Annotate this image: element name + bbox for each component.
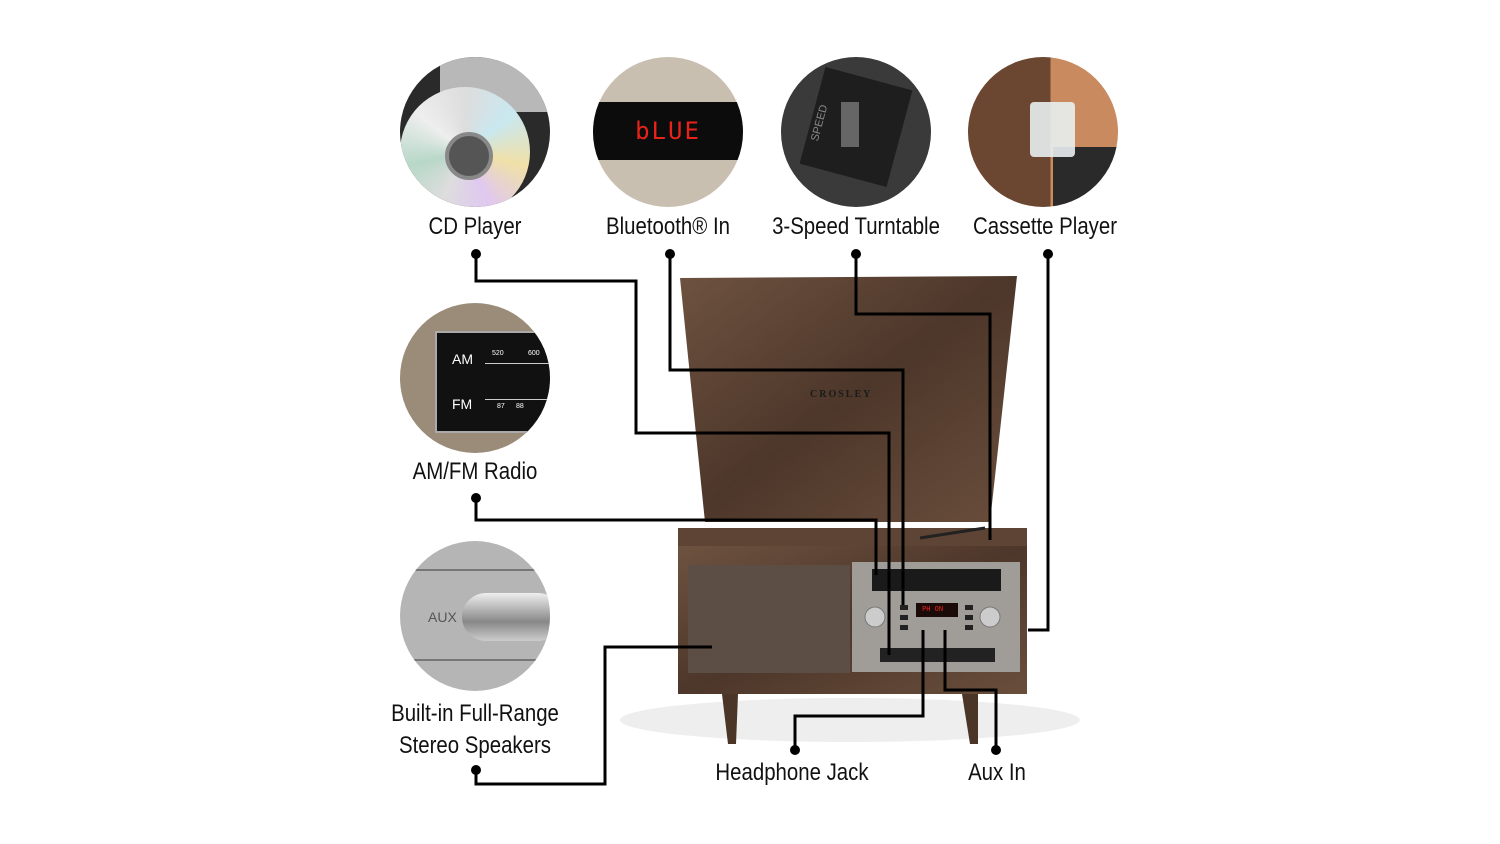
speaker-grille [688,565,850,673]
am-tick-520: 520 [492,350,504,357]
turntable-connector [854,254,992,540]
label-turntable: 3-Speed Turntable [772,213,940,240]
bluetooth-connector [668,254,905,605]
headphone-connector [793,630,925,750]
radio-dial-photo: AM FM 520 600 87 88 [400,303,550,453]
cassette-connector [1028,254,1050,632]
speed-switch-photo: SPEED [781,57,931,207]
label-speakers-2: Stereo Speakers [399,732,551,759]
aux-label: AUX [428,609,457,625]
cd-connector [474,254,891,655]
bluetooth-display-photo: bLUE [593,57,743,207]
am-tick-600: 600 [528,350,540,357]
label-aux: Aux In [968,759,1026,786]
lid [680,276,1017,522]
label-cassette: Cassette Player [973,213,1117,240]
radio-am-label: AM [452,351,473,367]
product-display: PH ON [922,605,944,613]
label-speakers-1: Built-in Full-Range [391,700,559,727]
speakers-connector [474,645,712,786]
aux-connector [943,630,998,750]
fm-tick-87: 87 [497,403,505,410]
label-radio: AM/FM Radio [412,458,538,485]
bluetooth-display-text: bLUE [635,117,701,145]
fm-tick-88: 88 [516,403,524,410]
brand-logo: CROSLEY [810,389,873,400]
label-cd-player: CD Player [428,213,522,240]
cassette-player-photo [968,57,1118,207]
radio-connector [474,498,878,575]
label-headphone: Headphone Jack [715,759,869,786]
label-bluetooth: Bluetooth® In [606,213,730,240]
radio-fm-label: FM [452,396,473,412]
cd-player-photo [400,57,550,207]
aux-port-photo: AUX [400,541,550,691]
